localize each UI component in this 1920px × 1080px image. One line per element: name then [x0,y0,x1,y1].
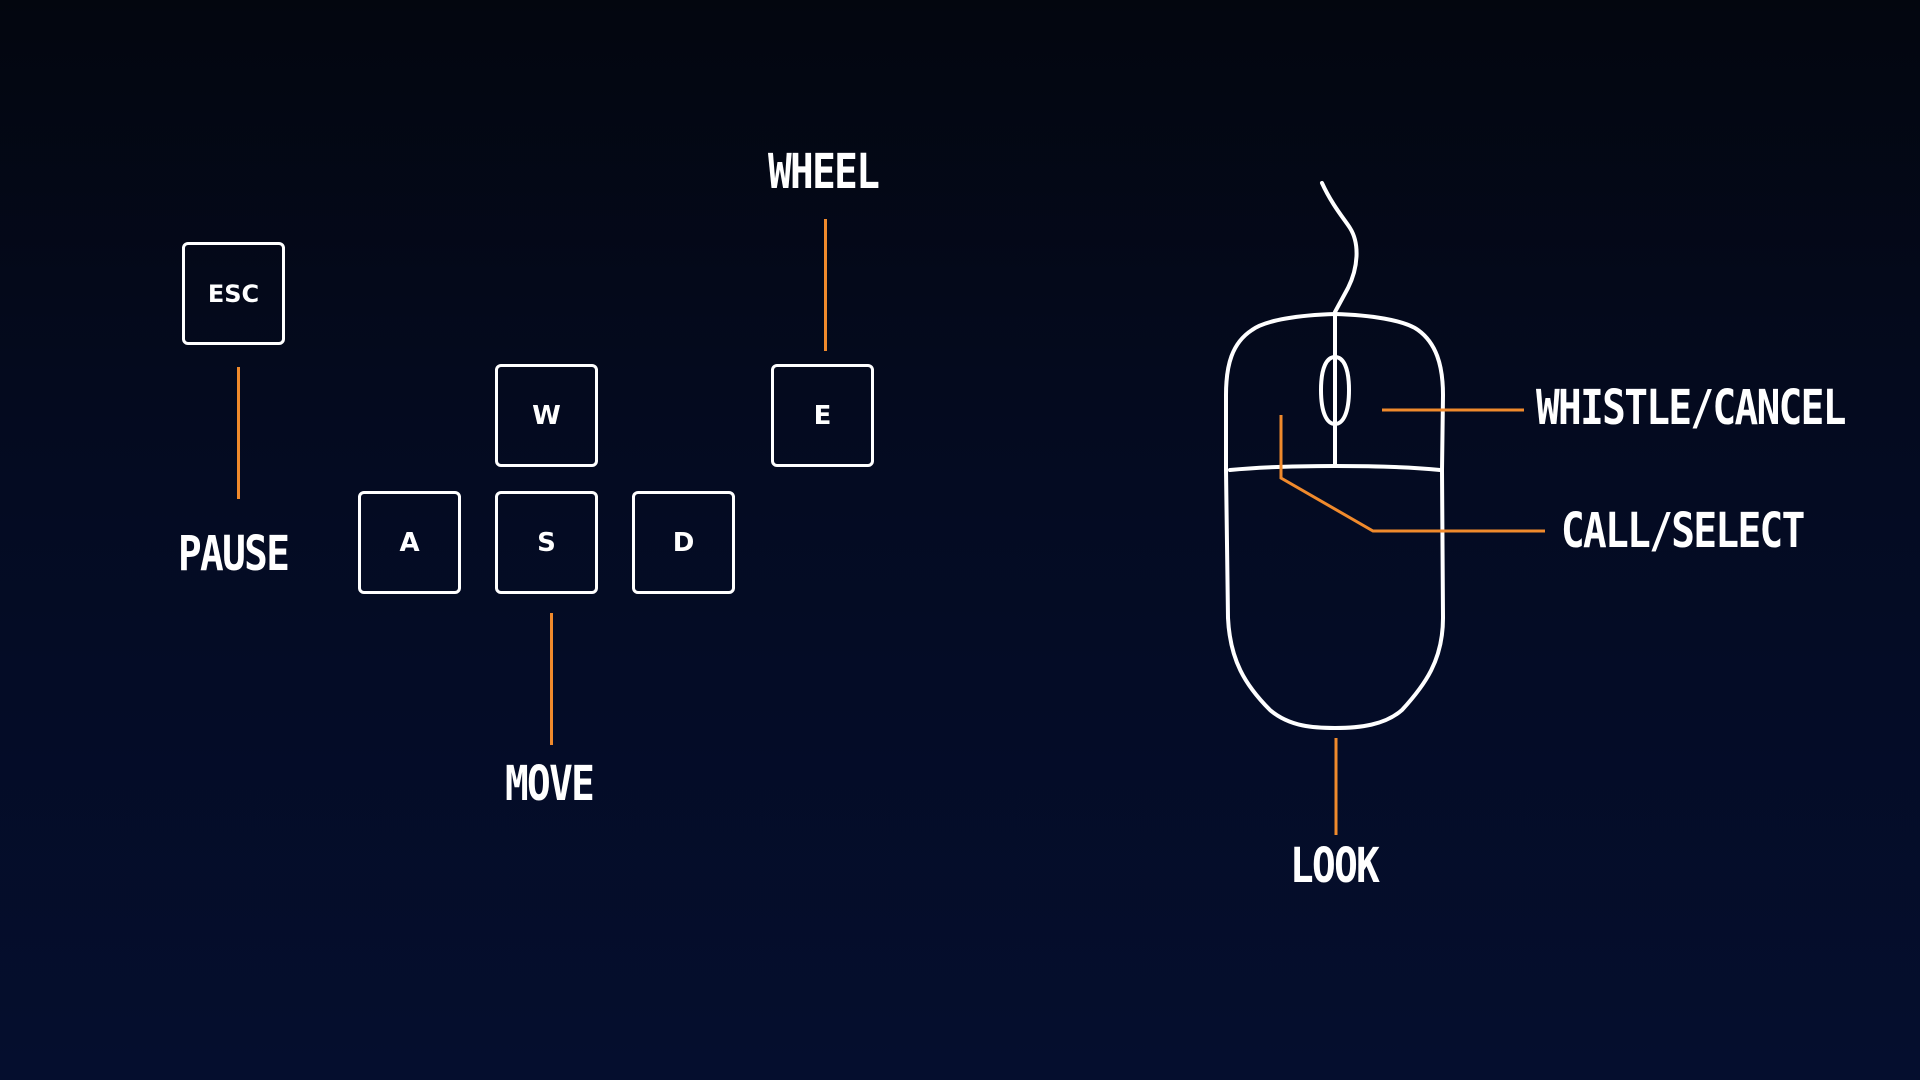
computer-mouse-icon [1224,181,1445,730]
call-select-label: CALL/SELECT [1561,503,1805,559]
a-key: A [358,491,461,594]
move-connector-line [550,613,553,745]
mouse-body [1224,312,1445,730]
e-key: E [771,364,874,467]
mouse-connectors [1279,408,1545,835]
mouse-cable [1320,181,1359,314]
look-label: LOOK [1290,838,1380,894]
whistle-cancel-label: WHISTLE/CANCEL [1536,380,1846,436]
wheel-label: WHEEL [768,144,880,200]
mouse-scroll-wheel [1319,355,1351,426]
call-select-connector-line [1279,415,1545,533]
pause-label: PAUSE [178,526,290,582]
w-key: W [495,364,598,467]
pause-connector-line [237,367,240,499]
d-key: D [632,491,735,594]
move-label: MOVE [505,756,595,812]
esc-key: ESC [182,242,285,345]
s-key: S [495,491,598,594]
wheel-connector-line [824,219,827,351]
